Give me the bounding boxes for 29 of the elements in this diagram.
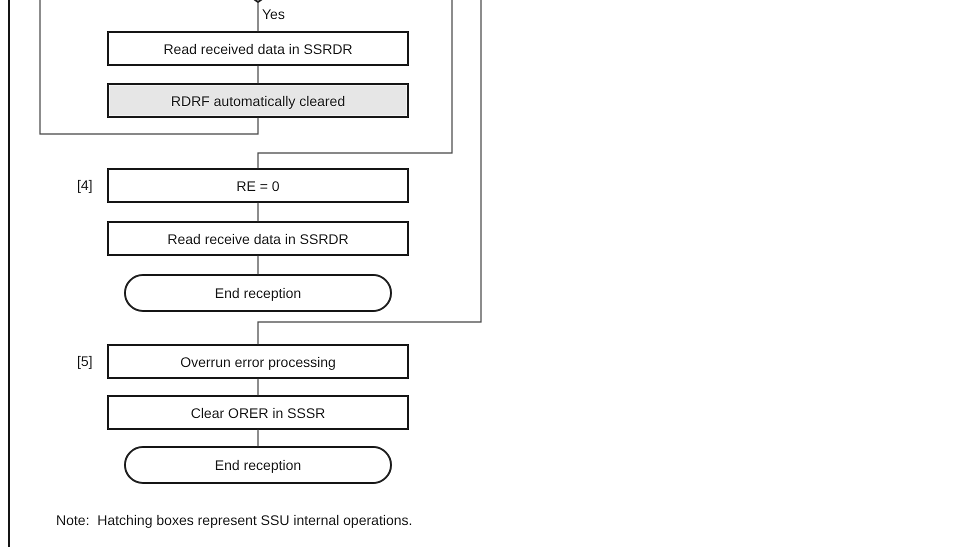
process-box bbox=[107, 344, 409, 379]
connector-line bbox=[257, 256, 259, 274]
connector-line bbox=[39, 0, 259, 135]
terminal-box bbox=[124, 446, 392, 484]
node-text: RDRF automatically cleared bbox=[170, 92, 346, 108]
node-text: End reception bbox=[214, 285, 302, 301]
connector-line bbox=[257, 0, 453, 168]
node-text: Clear ORER in SSSR bbox=[190, 404, 326, 420]
node-text: Read receive data in SSRDR bbox=[167, 230, 349, 246]
node-text: RE = 0 bbox=[236, 178, 280, 194]
edge-label: Yes bbox=[262, 6, 285, 22]
connector-line bbox=[257, 66, 259, 83]
connector-line bbox=[257, 203, 259, 221]
process-box bbox=[107, 221, 409, 256]
connector-line bbox=[257, 3, 259, 31]
connector-line bbox=[257, 0, 482, 344]
connector-line bbox=[257, 430, 259, 446]
process-box bbox=[107, 31, 409, 66]
note-text: Note: Hatching boxes represent SSU internal operations. bbox=[56, 512, 412, 528]
step-number: [5] bbox=[77, 352, 93, 368]
process-box bbox=[107, 395, 409, 430]
node-text: Read received data in SSRDR bbox=[163, 40, 353, 56]
internal-operation-box bbox=[107, 83, 409, 118]
node-text: End reception bbox=[214, 457, 302, 473]
terminal-box bbox=[124, 274, 392, 312]
node-text: Overrun error processing bbox=[180, 354, 336, 370]
process-box bbox=[107, 168, 409, 203]
connector-line bbox=[257, 379, 259, 395]
step-number: [4] bbox=[77, 176, 93, 192]
